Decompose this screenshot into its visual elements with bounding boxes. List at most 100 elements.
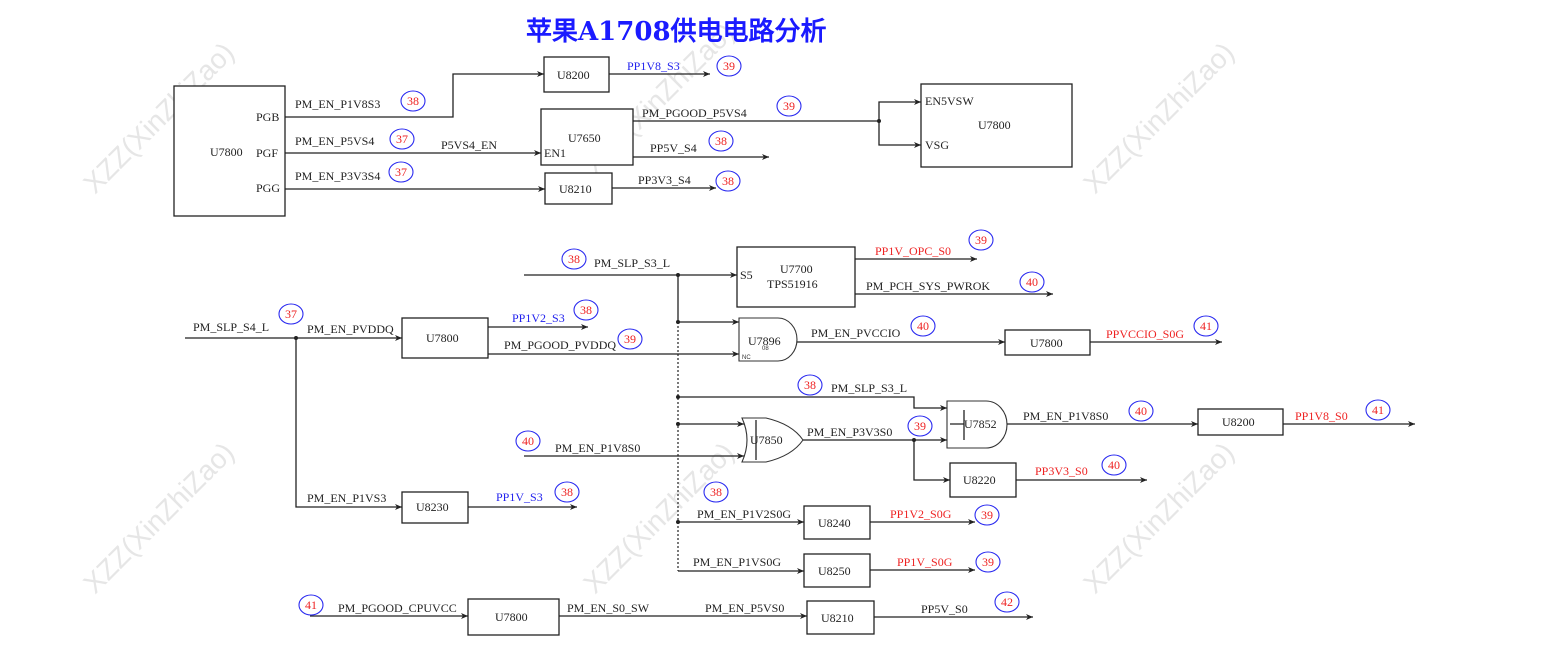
page-ref: 39 [974, 504, 1000, 526]
page-ref: 39 [968, 229, 994, 251]
page-ref: 41 [1193, 315, 1219, 337]
page-ref: 38 [703, 481, 729, 503]
net-label: PP1V8_S3 [627, 59, 680, 73]
junction [877, 119, 881, 123]
page-ref: 42 [994, 591, 1020, 613]
net-label: PM_EN_PVDDQ [307, 322, 394, 336]
svg-text:38: 38 [568, 252, 580, 266]
wire [295, 338, 402, 510]
page-ref: 40 [1101, 454, 1127, 476]
block-label: U7800 [978, 118, 1011, 132]
page-ref: 38 [573, 299, 599, 321]
svg-text:39: 39 [624, 332, 636, 346]
net-label: PPVCCIO_S0G [1106, 327, 1184, 341]
pin-label: PGG [256, 181, 280, 195]
svg-text:39: 39 [982, 555, 994, 569]
page-ref: 37 [388, 161, 414, 183]
pin-label: S5 [740, 268, 753, 282]
block-u8210-top [544, 172, 613, 205]
block-u8220 [949, 462, 1017, 498]
block-u7800-bot [467, 598, 560, 636]
block-label: U7800 [210, 145, 243, 159]
net-label: PM_SLP_S4_L [193, 320, 269, 334]
page-ref: 39 [617, 328, 643, 350]
net-label: P5VS4_EN [441, 138, 497, 152]
svg-text:39: 39 [981, 508, 993, 522]
svg-text:40: 40 [1135, 404, 1147, 418]
net-label: PM_EN_P3V3S4 [295, 169, 380, 183]
svg-text:42: 42 [1001, 595, 1013, 609]
page-ref: 38 [797, 374, 823, 396]
net-label: PM_SLP_S3_L [594, 256, 670, 270]
net-label: PM_EN_P3V3S0 [807, 425, 892, 439]
net-label: PP1V_S3 [496, 490, 543, 504]
page-ref: 41 [298, 594, 324, 616]
block-u7800-right [920, 83, 1073, 168]
net-label: PM_PGOOD_P5VS4 [642, 106, 747, 120]
net-label: PM_PCH_SYS_PWROK [866, 279, 990, 293]
page-ref: 40 [1019, 271, 1045, 293]
block-u8230 [401, 491, 469, 524]
page-ref: 38 [561, 248, 587, 270]
net-label: PM_EN_P5VS0 [705, 601, 784, 615]
block-u7800-mid [401, 317, 489, 359]
pin-label: EN5VSW [925, 94, 974, 108]
net-label: PP1V2_S3 [512, 311, 565, 325]
and-gate-u7896 [738, 317, 798, 362]
block-label: U8210 [559, 182, 592, 196]
page-ref: 37 [278, 303, 304, 325]
net-label: PM_EN_P1VS3 [307, 491, 386, 505]
block-label: U8240 [818, 516, 851, 530]
block-label: U8250 [818, 564, 851, 578]
svg-text:37: 37 [396, 132, 408, 146]
net-label: PM_EN_P5VS4 [295, 134, 374, 148]
svg-text:37: 37 [285, 307, 297, 321]
svg-text:38: 38 [407, 94, 419, 108]
block-label: U8210 [821, 611, 854, 625]
block-u8250 [803, 553, 871, 588]
block-label: U7800 [1030, 336, 1063, 350]
watermark: XZZ(XinZhiZao) [1077, 436, 1240, 599]
pin-label: PGF [256, 146, 278, 160]
net-label: PP1V8_S0 [1295, 409, 1348, 423]
net-label: PM_EN_P1V8S0 [1023, 409, 1108, 423]
svg-text:40: 40 [917, 319, 929, 333]
svg-text:41: 41 [1372, 403, 1384, 417]
svg-text:38: 38 [722, 174, 734, 188]
schmitt-mark [950, 410, 965, 440]
pin-label: VSG [925, 138, 949, 152]
block-u7650 [540, 108, 634, 166]
net-label: PP3V3_S0 [1035, 464, 1088, 478]
net-label: PM_EN_S0_SW [567, 601, 650, 615]
net-label: PP5V_S4 [650, 141, 697, 155]
svg-text:41: 41 [1200, 319, 1212, 333]
gate-sublabel: 08 [762, 346, 769, 352]
net-label: PP3V3_S4 [638, 173, 691, 187]
svg-text:39: 39 [723, 59, 735, 73]
svg-text:39: 39 [914, 419, 926, 433]
page-ref: 40 [910, 315, 936, 337]
block-label: U8200 [557, 68, 590, 82]
page-ref: 38 [400, 90, 426, 112]
svg-text:38: 38 [715, 134, 727, 148]
page-ref: 39 [776, 95, 802, 117]
svg-text:40: 40 [1026, 275, 1038, 289]
net-label: PP1V2_S0G [890, 507, 952, 521]
net-label: PM_PGOOD_PVDDQ [504, 338, 616, 352]
svg-text:38: 38 [561, 485, 573, 499]
block-label: U8230 [416, 500, 449, 514]
pin-label: PGB [256, 110, 279, 124]
page-ref: 37 [389, 128, 415, 150]
wire [633, 99, 921, 122]
net-label: PP1V_OPC_S0 [875, 244, 951, 258]
net-label: PP5V_S0 [921, 602, 968, 616]
svg-text:38: 38 [580, 303, 592, 317]
block-label: U7650 [568, 131, 601, 145]
block-u8200-s0 [1197, 408, 1284, 436]
svg-text:38: 38 [804, 378, 816, 392]
block-label: U7800 [426, 331, 459, 345]
net-label: PP1V_S0G [897, 555, 953, 569]
wire [878, 121, 921, 148]
